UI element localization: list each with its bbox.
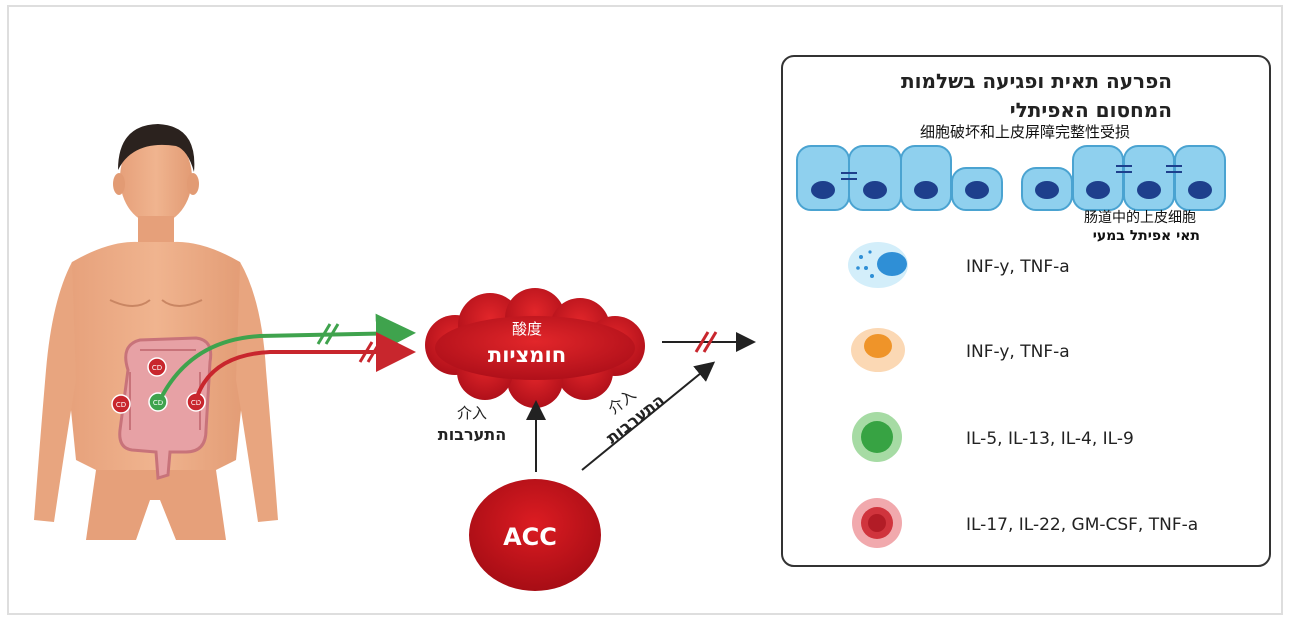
marker-label: CD (152, 364, 162, 372)
intervention-left-zh: 介入 (457, 404, 487, 422)
acidity-cloud: 酸度 חומציות (425, 288, 645, 408)
green-arrow (158, 313, 416, 401)
legend-cell-1 (848, 242, 908, 288)
epithelial-cells (796, 145, 1226, 211)
acc-node: ACC (469, 479, 601, 591)
panel-title-line2: המחסום האפיתלי (1010, 98, 1172, 122)
colon-markers: CD CD CD CD (111, 357, 206, 414)
marker-label: CD (191, 399, 201, 407)
acidity-label-he: חומציות (488, 343, 566, 367)
legend-cell-4 (852, 498, 902, 548)
marker-label: CD (116, 401, 126, 409)
legend-label-3: IL-5, IL-13, IL-4, IL-9 (966, 429, 1134, 449)
marker-label: CD (153, 399, 163, 407)
legend-label-4: IL-17, IL-22, GM-CSF, TNF-a (966, 515, 1198, 535)
legend-cell-3 (852, 412, 902, 462)
epithelial-label-zh: 肠道中的上皮细胞 (1084, 210, 1196, 226)
epithelial-label-he: תאי אפיתל במעי (1093, 228, 1200, 244)
legend-label-1: INF-y, TNF-a (966, 257, 1070, 277)
legend-cell-2 (851, 328, 905, 372)
intervention-left-he: התערבות (438, 425, 506, 444)
block-mark-red (358, 341, 382, 363)
panel-title-line1: הפרעה תאית ופגיעה בשלמות (901, 69, 1172, 93)
panel-subtitle-zh: 细胞破坏和上皮屏障完整性受损 (920, 123, 1130, 141)
acc-to-barrier-arrow (581, 361, 716, 471)
block-mark-green (316, 323, 340, 345)
legend-label-2: INF-y, TNF-a (966, 342, 1070, 362)
acidity-label-zh: 酸度 (512, 320, 542, 338)
red-arrow (194, 332, 416, 401)
block-mark-cloud (694, 331, 718, 353)
acc-label: ACC (503, 523, 557, 551)
